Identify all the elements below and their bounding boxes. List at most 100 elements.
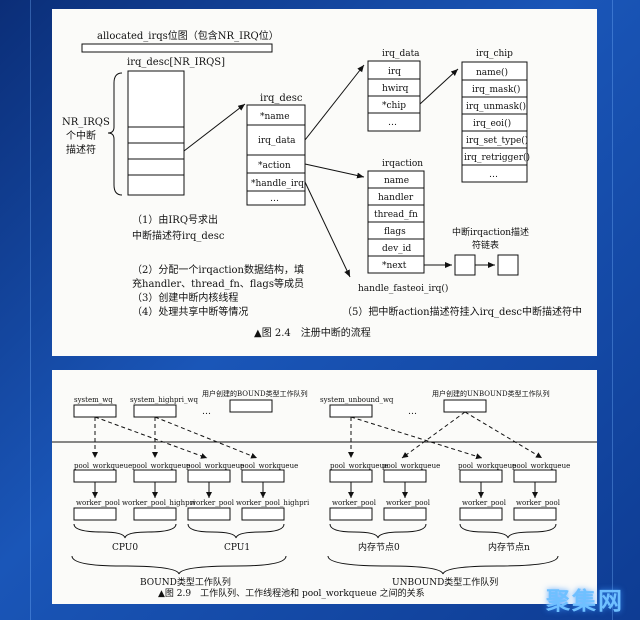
figure-2-9-caption: ▲图 2.9 工作队列、工作线程池和 pool_workqueue 之间的关系: [158, 587, 425, 599]
pwq-box: [513, 469, 557, 483]
queue-box: [443, 399, 487, 413]
queue-label: 用户创建的UNBOUND类型工作队列: [432, 389, 550, 398]
pwq-box: [459, 469, 503, 483]
worker-pool-label: worker_pool: [332, 499, 377, 507]
figure-2-4-panel: allocated_irqs位图（包含NR_IRQ位） irq_desc[NR_…: [52, 9, 597, 356]
worker-pool-box: [513, 507, 557, 521]
pool-workqueue-row: pool_workqueue pool_workqueue pool_workq…: [73, 462, 570, 483]
bg-line: [612, 0, 613, 620]
bg-line: [30, 0, 31, 620]
chain-label: 中断irqaction描述: [452, 226, 529, 238]
handle-fasteoi-label: handle_fasteoi_irq(): [358, 283, 448, 294]
step-text: （5）把中断action描述符挂入irq_desc中断描述符中: [342, 305, 582, 318]
nr-irqs-label: NR_IRQS: [62, 117, 110, 128]
step-text: （3）创建中断内核线程: [132, 291, 238, 304]
unbound-label: UNBOUND类型工作队列: [392, 576, 498, 588]
pwq-label: pool_workqueue: [330, 462, 388, 470]
irq-desc-field: *handle_irq: [251, 179, 304, 189]
queue-box: [133, 404, 177, 418]
group-label: 内存节点n: [488, 541, 530, 553]
irq-chip-field: irq_set_type(): [466, 135, 528, 146]
irq-chip-field: …: [489, 170, 498, 180]
irq-data-field: hwirq: [382, 84, 409, 94]
irq-chip-field: irq_retrigger(): [464, 152, 530, 163]
worker-pool-label: worker_pool: [386, 499, 431, 507]
pwq-label: pool_workqueue: [512, 462, 570, 470]
queue-box: [229, 399, 273, 413]
irq-data-field: irq: [388, 67, 401, 77]
pwq-box: [73, 469, 117, 483]
figure-2-9-panel: system_wq system_highpri_wq … 用户创建的BOUND…: [52, 370, 597, 604]
worker-pool-row: worker_pool worker_pool_highpri worker_p…: [73, 499, 561, 521]
worker-pool-box: [383, 507, 427, 521]
step-text: 充handler、thread_fn、flags等成员: [132, 277, 304, 290]
irqaction-field: flags: [384, 227, 406, 237]
pwq-box: [133, 469, 177, 483]
queue-label: 用户创建的BOUND类型工作队列: [202, 389, 308, 398]
pwq-label: pool_workqueue: [240, 462, 298, 470]
worker-pool-label: worker_pool_highpri: [236, 499, 310, 507]
pwq-box: [241, 469, 285, 483]
bitmap-bar: [81, 43, 273, 53]
group-label: 内存节点0: [358, 541, 400, 553]
pwq-label: pool_workqueue: [458, 462, 516, 470]
irq-desc-field: *name: [260, 112, 290, 122]
queue-box: [73, 404, 117, 418]
irqaction-field: name: [384, 176, 409, 186]
queue-ellipsis: …: [202, 407, 211, 417]
irq-desc-array: [127, 70, 185, 196]
worker-pool-box: [133, 507, 177, 521]
worker-pool-box: [187, 507, 231, 521]
chain-node: [497, 254, 519, 276]
pwq-box: [187, 469, 231, 483]
bitmap-label: allocated_irqs位图（包含NR_IRQ位）: [97, 29, 279, 42]
figure-2-4-caption: ▲图 2.4 注册中断的流程: [254, 326, 371, 339]
irq-data-field: …: [388, 118, 397, 128]
irqaction-field: dev_id: [382, 244, 412, 254]
figure-2-9-diagram: system_wq system_highpri_wq … 用户创建的BOUND…: [52, 389, 597, 599]
step-text: 中断描述符irq_desc: [132, 229, 225, 242]
irq-desc-field: *action: [258, 161, 291, 171]
irq-desc-title: irq_desc: [260, 93, 303, 104]
worker-pool-label: worker_pool: [516, 499, 561, 507]
irq-chip-field: irq_eoi(): [473, 118, 511, 129]
step-text: （2）分配一个irqaction数据结构，填: [132, 263, 304, 276]
pwq-label: pool_workqueue: [74, 462, 132, 470]
worker-pool-box: [329, 507, 373, 521]
irq-chip-title: irq_chip: [476, 49, 513, 59]
worker-pool-box: [73, 507, 117, 521]
watermark-logo: 聚集网: [546, 587, 624, 615]
irqaction-field: *next: [382, 261, 407, 271]
step-text: （4）处理共享中断等情况: [132, 305, 248, 318]
irq-desc-field: irq_data: [258, 136, 296, 146]
queue-label: system_highpri_wq: [130, 396, 199, 404]
chain-label: 符链表: [472, 239, 499, 251]
nr-irqs-label: 个中断: [66, 129, 96, 142]
pwq-box: [329, 469, 373, 483]
bound-label: BOUND类型工作队列: [140, 576, 231, 588]
irqaction-field: thread_fn: [374, 210, 418, 220]
irq-chip-field: irq_mask(): [472, 84, 520, 95]
worker-pool-box: [459, 507, 503, 521]
worker-pool-label: worker_pool_highpri: [122, 499, 196, 507]
chain-node: [454, 254, 476, 276]
worker-pool-label: worker_pool: [76, 499, 121, 507]
pwq-box: [383, 469, 427, 483]
queue-label: system_wq: [74, 396, 113, 404]
irq-chip-field: irq_unmask(): [466, 101, 526, 112]
queue-label: system_unbound_wq: [320, 396, 394, 404]
worker-pool-label: worker_pool: [190, 499, 235, 507]
nr-irqs-label: 描述符: [66, 143, 96, 156]
pwq-label: pool_workqueue: [186, 462, 244, 470]
group-label: CPU0: [112, 543, 138, 553]
worker-pool-label: worker_pool: [462, 499, 507, 507]
worker-pool-box: [241, 507, 285, 521]
queue-ellipsis: …: [408, 407, 417, 417]
queue-box: [329, 404, 373, 418]
irq-desc-array-label: irq_desc[NR_IRQS]: [127, 57, 225, 68]
irq-data-field: *chip: [382, 101, 406, 111]
irq-chip-field: name(): [476, 67, 508, 78]
figure-2-4-diagram: allocated_irqs位图（包含NR_IRQ位） irq_desc[NR_…: [62, 29, 582, 339]
irq-chip-struct: [461, 61, 528, 183]
irq-desc-field: …: [270, 194, 279, 204]
